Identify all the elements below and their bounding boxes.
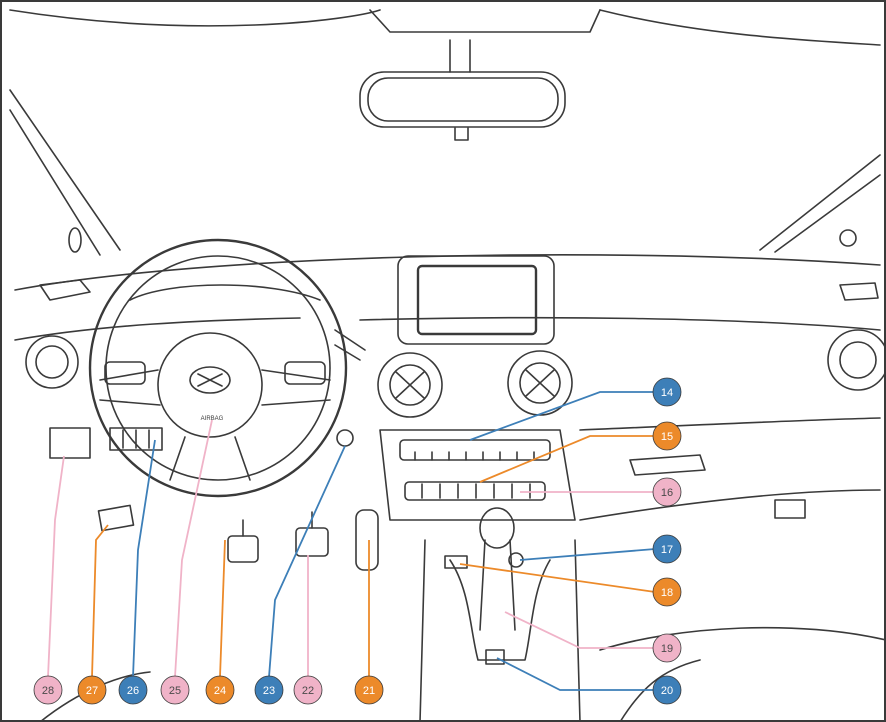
callout-number: 26 [127,685,139,697]
callout-24-clutch-pedal: 24 [206,676,234,704]
callout-21-accelerator-pedal: 21 [355,676,383,704]
callout-15-center-console-lower-switch-row: 15 [653,422,681,450]
callout-number: 24 [214,685,226,697]
callout-22-brake-pedal: 22 [294,676,322,704]
callout-27-hood-release-lever: 27 [78,676,106,704]
callout-number: 22 [302,685,314,697]
callout-number: 18 [661,587,673,599]
callout-number: 27 [86,685,98,697]
callout-18-console-ports: 18 [653,578,681,606]
callout-number: 17 [661,544,673,556]
callout-26-left-switch-cluster: 26 [119,676,147,704]
callout-number: 20 [661,685,673,697]
callout-number: 19 [661,643,673,655]
callout-number: 14 [661,387,673,399]
callout-17-console-knob: 17 [653,535,681,563]
callout-number: 23 [263,685,275,697]
callout-19-gear-shift-lever: 19 [653,634,681,662]
callout-number: 21 [363,685,375,697]
callout-25-driver-airbag: 25 [161,676,189,704]
callout-14-center-console-upper-switch-row: 14 [653,378,681,406]
callout-20-parking-brake-switch: 20 [653,676,681,704]
callout-number: 28 [42,685,54,697]
callout-number: 25 [169,685,181,697]
callout-28-left-side-switch: 28 [34,676,62,704]
callout-16-climate-control-panel: 16 [653,478,681,506]
callout-23-start-button: 23 [255,676,283,704]
callout-number: 16 [661,487,673,499]
callout-number: 15 [661,431,673,443]
